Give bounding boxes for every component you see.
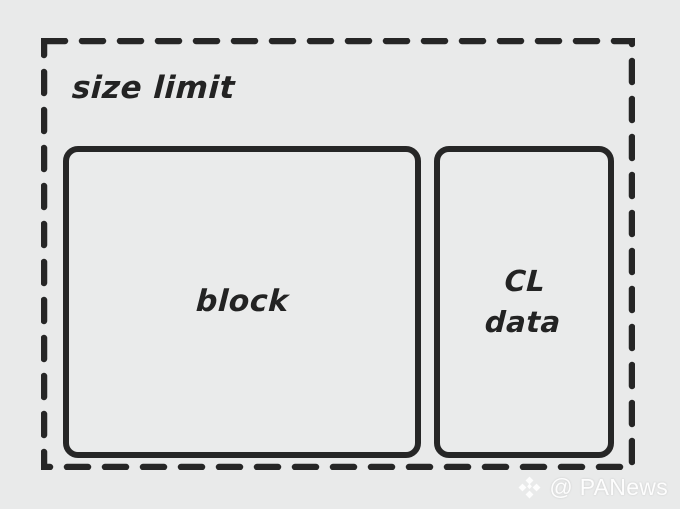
block-box-label: block	[194, 283, 290, 319]
diamond-logo-icon	[518, 476, 541, 499]
size-limit-container: size limit	[41, 38, 635, 470]
dashed-border-icon	[41, 38, 635, 470]
watermark-handle: @ PANews	[549, 474, 668, 500]
cl-data-box: CL data	[434, 146, 614, 458]
cl-data-box-label: CL data	[484, 263, 562, 339]
watermark: @ PANews	[517, 474, 668, 501]
size-limit-label: size limit	[71, 70, 236, 106]
block-box: block	[63, 146, 421, 458]
